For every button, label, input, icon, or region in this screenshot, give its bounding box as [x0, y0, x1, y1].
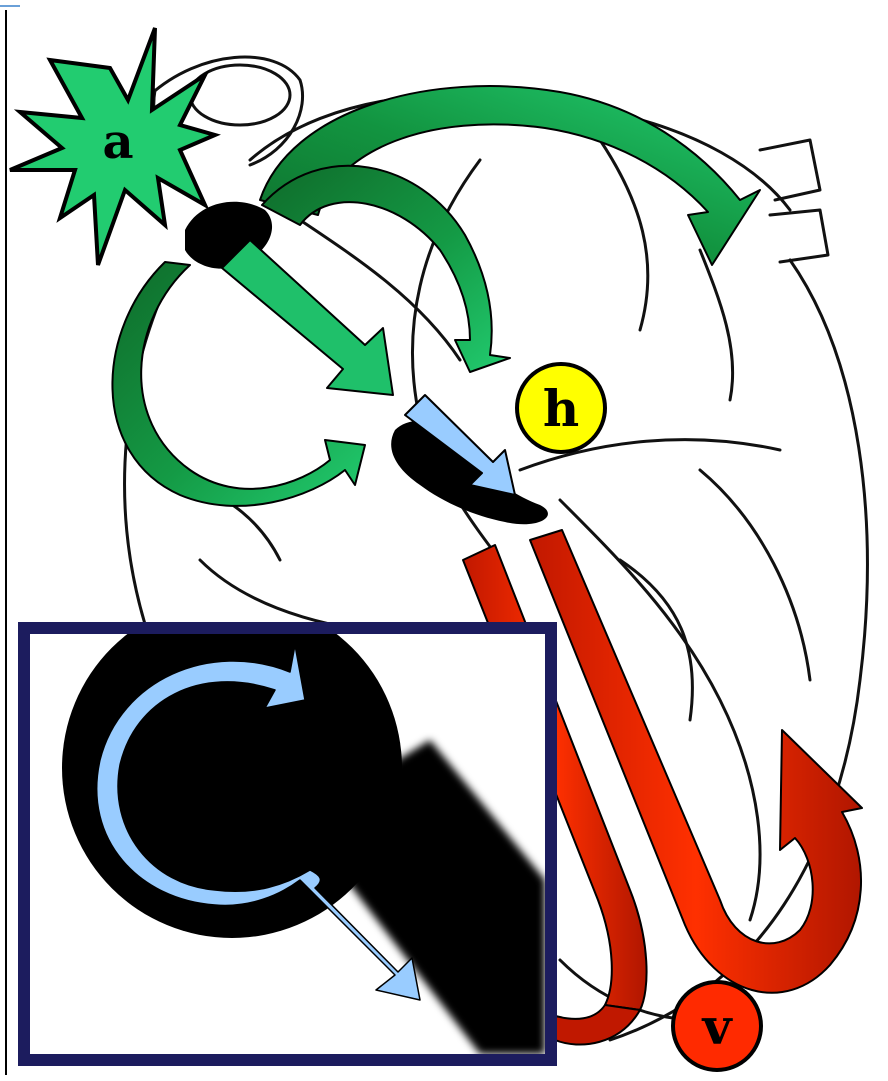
- vein-sketch-1: [600, 140, 648, 330]
- vein-sketch-2: [700, 250, 733, 400]
- his-label: h: [543, 379, 579, 438]
- av-node: [391, 421, 548, 525]
- vein-sketch-5: [700, 470, 810, 680]
- apex-arrow-curve: [552, 1005, 640, 1045]
- his-label-badge: h: [517, 364, 605, 452]
- diagonal-arrow-icon: [222, 240, 393, 395]
- atrial-arrow-left-loop: [112, 262, 365, 506]
- node-inset: [24, 598, 551, 1060]
- pulmonary-vein-bottom: [770, 210, 828, 262]
- ventricular-label: v: [701, 997, 733, 1056]
- atrial-label: a: [102, 114, 133, 170]
- sa-to-av-arrow: [222, 240, 393, 395]
- atrial-arrow-middle: [262, 166, 510, 372]
- atrial-label-burst: a: [10, 28, 215, 265]
- pulmonary-vein-top: [760, 140, 820, 200]
- ventricular-label-badge: v: [673, 982, 761, 1070]
- lower-left-contour: [200, 560, 360, 630]
